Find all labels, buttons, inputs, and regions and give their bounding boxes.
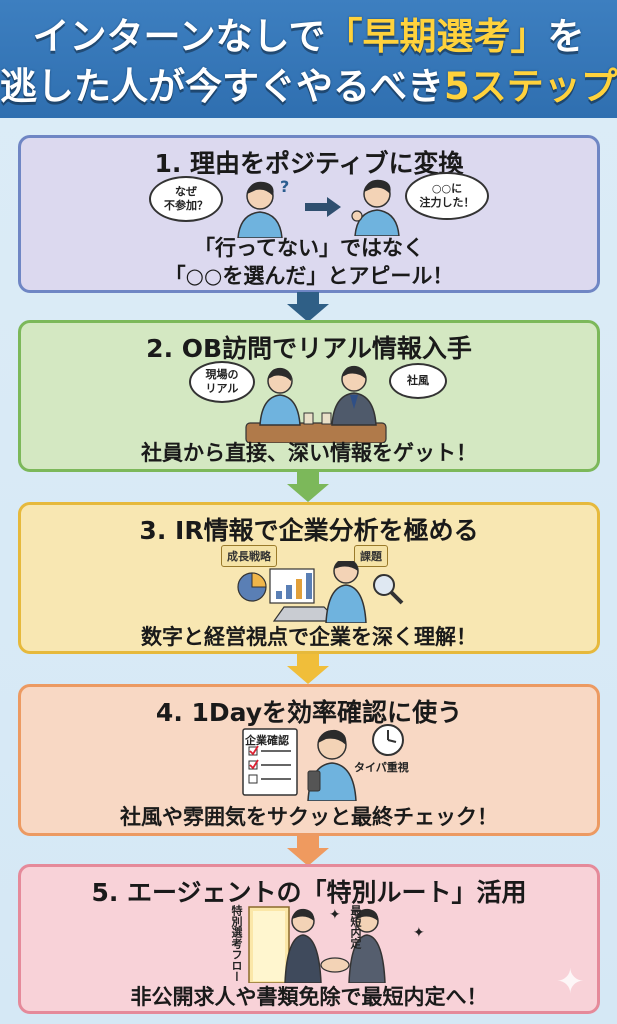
step-1-title: 1. 理由をポジティブに変換 [154, 149, 464, 178]
step-3-card: 3. IR情報で企業分析を極める 成長戦略 課題 数字と経営視点で企業を深く理解… [18, 502, 600, 654]
ir-analysis-illustration [237, 561, 404, 623]
step-4-label-timepa: タイパ重視 [354, 761, 409, 774]
down-arrow-icon [287, 836, 329, 866]
down-arrow-icon [287, 654, 329, 684]
svg-text:?: ? [280, 178, 289, 196]
step-1-body-line-1: 「行ってない」ではなく [194, 236, 424, 260]
clock-icon [372, 724, 404, 756]
right-arrow-icon [305, 197, 341, 217]
worried-student-illustration: ? [237, 178, 289, 238]
step-4-card: 4. 1Dayを効率確認に使う 企業確認 タイパ重視 社風や雰囲気をサクッと最終… [18, 684, 600, 836]
confident-student-illustration [351, 179, 400, 236]
title-line-1: インターンなしで「早期選考」を [32, 15, 585, 58]
step-3-body: 数字と経営視点で企業を深く理解！ [141, 625, 477, 649]
step-5-body: 非公開求人や書類免除で最短内定へ！ [130, 985, 488, 1009]
sparkle-icon: ✦ [329, 907, 341, 923]
step-5-card: 5. エージェントの「特別ルート」活用 特別選考フロー 最短内定 ✦ ✦ 非公開… [18, 864, 600, 1014]
checklist-icon [242, 728, 298, 796]
step-4-body: 社風や雰囲気をサクッと最終チェック！ [120, 805, 498, 829]
sparkle-icon: ✦ [413, 925, 425, 941]
step-3-tag-issues: 課題 [354, 545, 388, 567]
step-2-title: 2. OB訪問でリアル情報入手 [146, 334, 472, 363]
step-5-title: 5. エージェントの「特別ルート」活用 [91, 878, 527, 907]
sparkle-icon: ✦ [556, 962, 585, 1002]
step-2-bubble-reality: 現場の リアル [189, 361, 255, 403]
step-5-label-special-flow: 特別選考フロー [230, 905, 243, 982]
page-header: インターンなしで「早期選考」を 逃した人が今すぐやるべき5ステップ [0, 0, 617, 118]
step-4-title: 4. 1Dayを効率確認に使う [155, 698, 463, 727]
down-arrow-icon [287, 292, 329, 322]
step-1-body-line-2: 「○○を選んだ」とアピール！ [164, 264, 454, 288]
step-3-tag-growth: 成長戦略 [221, 545, 277, 567]
step-4-label-check: 企業確認 [245, 734, 289, 747]
title-line-2: 逃した人が今すぐやるべき5ステップ [0, 65, 617, 108]
step-1-bubble-why: なぜ 不参加？ [149, 176, 223, 222]
down-arrow-icon [287, 472, 329, 502]
step-2-bubble-culture: 社風 [389, 363, 447, 399]
step-1-card: 1. 理由をポジティブに変換 なぜ 不参加？ ? ○○に 注力した！ 「行ってな… [18, 135, 600, 293]
step-2-card: 2. OB訪問でリアル情報入手 現場の リアル 社風 社員から直接、深い情報をゲ… [18, 320, 600, 472]
step-2-body: 社員から直接、深い情報をゲット！ [141, 441, 477, 465]
phone-student-illustration [307, 729, 357, 801]
ob-visit-meeting-illustration [245, 365, 387, 443]
step-5-label-shortest: 最短内定 [349, 905, 362, 949]
step-3-title: 3. IR情報で企業分析を極める [139, 516, 479, 545]
step-1-bubble-focus: ○○に 注力した！ [405, 172, 489, 220]
handshake-illustration [248, 906, 386, 983]
